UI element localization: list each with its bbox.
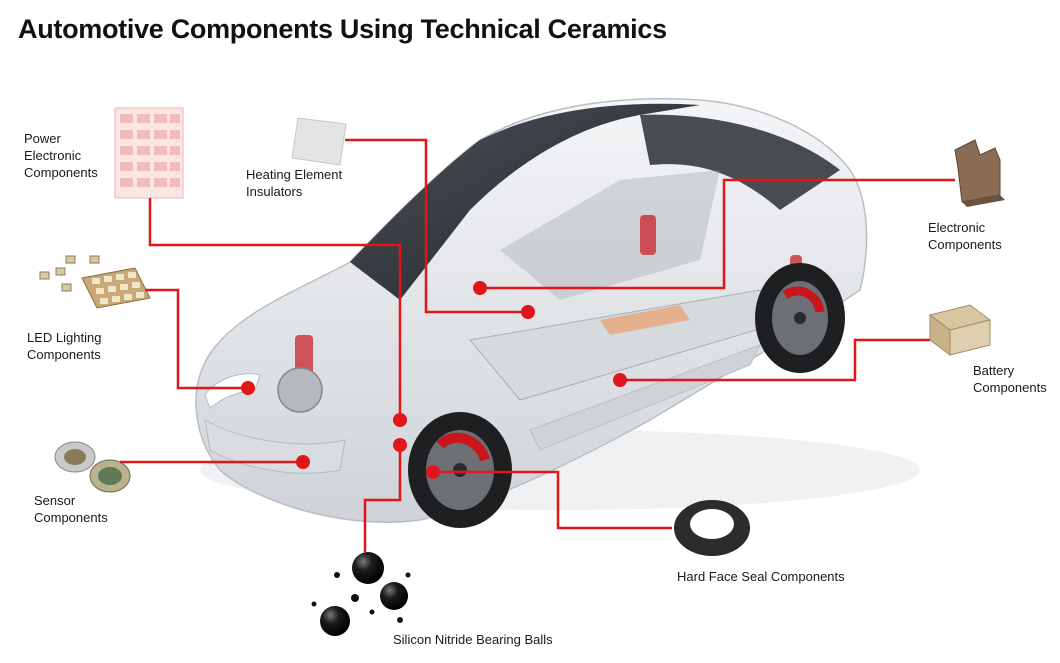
led-marker	[241, 381, 255, 395]
heating-marker	[521, 305, 535, 319]
electronic-callout-line	[480, 178, 955, 290]
callout-lines	[120, 138, 955, 552]
power-electronic-label: Power Electronic Components	[24, 131, 98, 180]
front-suspension	[277, 335, 323, 413]
heating-callout-line	[345, 138, 528, 314]
heating-insulator-image	[291, 117, 347, 166]
sensor-component-image	[54, 441, 131, 493]
side-window	[500, 170, 720, 300]
led-lighting-label: LED Lighting Components	[27, 330, 102, 362]
battery-marker	[613, 373, 627, 387]
seal-callout-line	[433, 470, 672, 530]
heating-insulator-label: Heating Element Insulators	[246, 167, 343, 199]
roof-glass	[640, 114, 840, 210]
power-callout-line	[148, 198, 402, 420]
led-callout-line	[145, 288, 248, 390]
rear-wheel	[755, 263, 845, 373]
bearing-balls-label: Silicon Nitride Bearing Balls	[393, 632, 553, 647]
electronic-components-label: Electronic Components	[928, 220, 1002, 252]
sensor-marker	[296, 455, 310, 469]
led-component-image	[39, 255, 151, 309]
hard-face-seal-label: Hard Face Seal Components	[677, 569, 845, 584]
bearing-marker	[393, 438, 407, 452]
power-electronic-image	[114, 107, 184, 199]
bearing-callout-line	[363, 445, 402, 552]
page-title: Automotive Components Using Technical Ce…	[18, 14, 667, 44]
front-wheel	[408, 412, 512, 528]
battery-component-image	[928, 304, 992, 356]
electronic-marker	[473, 281, 487, 295]
power-marker	[393, 413, 407, 427]
battery-callout-line	[620, 338, 930, 382]
seal-marker	[426, 465, 440, 479]
side-skirt	[529, 344, 762, 451]
callout-markers	[241, 281, 627, 479]
bearing-balls-image	[311, 552, 411, 636]
seal-component-image	[674, 500, 750, 556]
sensor-components-label: Sensor Components	[34, 493, 108, 525]
windshield	[350, 103, 700, 300]
electronic-component-image	[954, 139, 1005, 207]
battery-components-label: Battery Components	[973, 363, 1047, 395]
